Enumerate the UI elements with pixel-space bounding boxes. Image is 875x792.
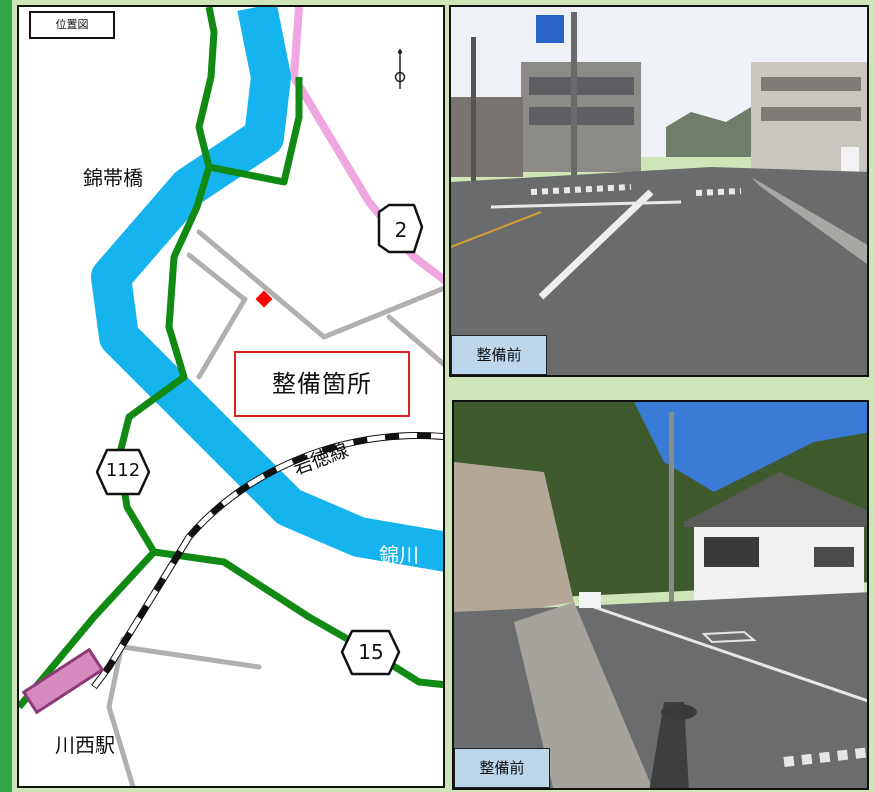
photo-before-bottom: 整備前 — [452, 400, 869, 790]
bridge-label: 錦帯橋 — [83, 166, 143, 190]
location-map: 位置図 整備箇所 錦帯橋 岩徳線 錦川 川西駅 2 112 15 — [17, 5, 445, 788]
local-roads — [106, 229, 443, 786]
map-graphic — [19, 7, 443, 786]
route-shield-112 — [95, 448, 151, 496]
improvement-site-callout: 整備箇所 — [234, 351, 410, 417]
route-shield-2-number: 2 — [394, 218, 408, 242]
station-label: 川西駅 — [55, 733, 115, 757]
north-arrow-icon — [394, 49, 406, 89]
route-shield-112-number: 112 — [105, 460, 141, 481]
route-shield-15 — [340, 629, 401, 676]
photo-before-top: 整備前 — [449, 5, 869, 377]
street-photo-bottom — [454, 402, 867, 788]
pink-route-road — [289, 7, 443, 284]
photo-caption-top: 整備前 — [451, 335, 547, 375]
location-map-label: 位置図 — [29, 11, 115, 39]
river-label: 錦川 — [379, 543, 419, 567]
route-shield-15-number: 15 — [358, 640, 384, 664]
river-kinsei — [91, 7, 443, 572]
kawanishi-station-marker — [21, 647, 105, 715]
site-marker — [255, 290, 273, 308]
photo-caption-bottom: 整備前 — [454, 748, 550, 788]
national-roads — [19, 7, 443, 710]
route-shield-2 — [377, 203, 424, 254]
street-photo-top — [451, 7, 867, 375]
railway-dashes — [92, 432, 443, 689]
left-green-border — [0, 0, 12, 792]
